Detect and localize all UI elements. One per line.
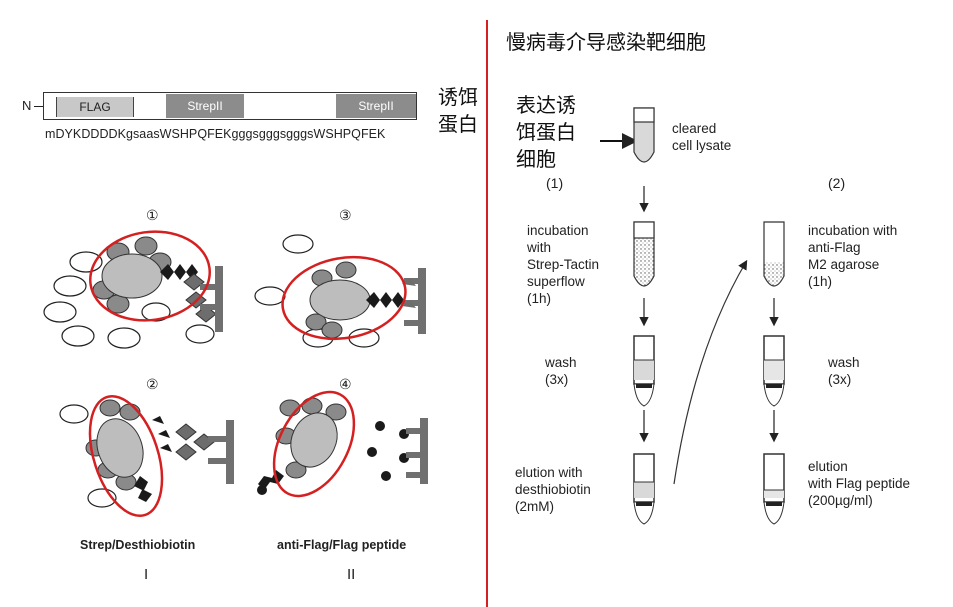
bead [61,325,95,347]
cell-label: 表达诱 饵蛋白 细胞 [516,93,576,171]
subunit [325,403,347,421]
highlight-ellipse [88,394,164,518]
bead [185,324,215,344]
column-1-step-3: elution with desthiobiotin (2mM) [515,465,591,514]
column-1-step-2: wash (3x) [545,355,577,387]
bead [141,302,171,322]
panel-marker-3: ③ [339,207,352,223]
strep-tactin-tube [633,221,655,287]
column-2-marker: (2) [828,175,846,191]
strep-tag [160,264,198,280]
method-2-numeral: II [347,566,356,583]
strep-tag [134,476,152,502]
column-2-step-3: elution with Flag peptide (200µg/ml) [808,459,911,508]
bait-protein [309,279,371,321]
strep-segment-2: StrepII [336,94,416,118]
highlight-ellipse [281,255,407,341]
desthiobiotin [152,416,172,452]
bead [59,404,89,424]
method-1-numeral: I [144,566,149,583]
panel-marker-1: ① [146,207,159,223]
column-2-step-2: wash (3x) [828,355,860,387]
subunit [335,261,357,279]
lysate-tube [633,107,655,163]
column-2-step-1: incubation with anti-Flag M2 agarose (1h… [808,223,898,289]
bead [53,275,87,297]
subunit [301,397,323,415]
lysate-label: cleared cell lysate [672,121,732,153]
resin-support [215,266,223,332]
highlight-ellipse [272,390,356,498]
elution-column-2 [763,453,785,525]
bead [43,301,77,323]
bead [282,234,314,254]
flag-peptide [375,421,385,431]
workflow-diagram [600,107,785,525]
flag-peptide [367,447,377,457]
highlight-ellipse [89,230,211,322]
bead [107,327,141,349]
method-1-label: Strep/Desthiobiotin [80,538,196,552]
purification-schematic [43,230,428,518]
flag-tag [366,292,404,308]
bait-protein-label: 诱饵 蛋白 [438,85,478,136]
subunit [99,399,121,417]
subunit [321,321,343,339]
subunit [285,461,307,479]
subunit [134,236,158,256]
resin-support [420,418,428,484]
wash-column-2 [763,335,785,407]
resin-support [226,420,234,484]
strep-segment-1: StrepII [166,94,244,118]
bead [69,251,103,273]
panel-3-drawing [254,234,426,348]
panel-marker-4: ④ [339,376,352,392]
bait-protein [101,253,163,299]
flag-segment: FLAG [56,97,134,117]
transfer-arrow [673,259,748,485]
bait-protein [96,418,144,478]
bead [254,286,286,306]
bait-protein [290,412,338,468]
section-divider [486,20,488,607]
elution-column-1 [633,453,655,525]
panel-1-drawing [43,230,223,349]
flag-peptide [381,471,391,481]
n-terminus-label: N [22,98,32,113]
right-title: 慢病毒介导感染靶细胞 [506,30,706,54]
construct-sequence: mDYKDDDDKgsaasWSHPQFEKgggsgggsgggsWSHPQF… [45,127,386,141]
panel-marker-2: ② [146,376,159,392]
column-1-marker: (1) [546,175,564,191]
construct-bar: FLAG StrepII StrepII [43,92,417,120]
panel-4-drawing [257,390,428,498]
flag-tag [258,470,284,490]
wash-column-1 [633,335,655,407]
subunit [305,313,327,331]
column-1-step-1: incubation with Strep-Tactin superflow (… [527,223,600,306]
method-2-label: anti-Flag/Flag peptide [277,538,407,552]
flag-agarose-tube [763,221,785,287]
resin-support [418,268,426,334]
construct-leader-line [34,106,43,107]
panel-2-drawing [59,394,234,518]
